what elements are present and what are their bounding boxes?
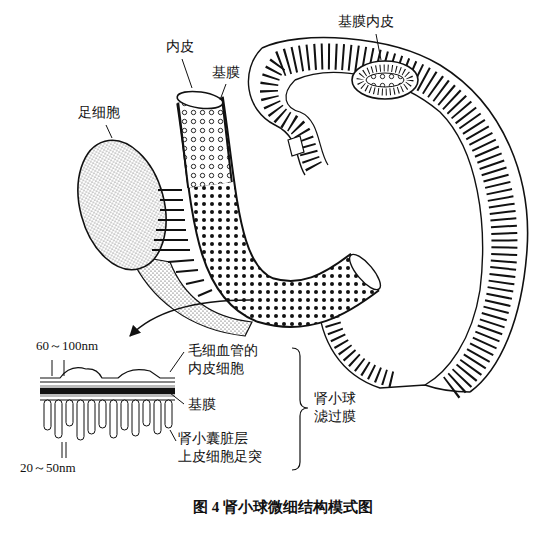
part-label: 基膜 (212, 64, 240, 82)
layer-label: 毛细血管的 内皮细胞 (188, 342, 264, 378)
part-label: 基膜内皮 (338, 13, 394, 31)
leader-lines (106, 34, 381, 138)
podocyte-right (248, 38, 527, 392)
part-label: 足细胞 (78, 104, 120, 122)
part-label: 内皮 (166, 38, 194, 56)
enlarge-arrow (130, 300, 250, 336)
capillary-tube (176, 89, 385, 304)
layer-label: 肾小囊脏层 上皮细胞足突 (178, 430, 268, 466)
dimension-label: 60～100nm (36, 338, 98, 355)
figure-caption: 图 4 肾小球微细结构模式图 (193, 498, 373, 518)
layer-label: 基膜 (188, 396, 216, 414)
brace (292, 348, 308, 470)
capillary-section (352, 61, 418, 99)
brace-label: 肾小球 滤过膜 (314, 390, 362, 426)
filtration-membrane-section (40, 352, 184, 458)
dimension-label: 20～50nm (20, 460, 76, 477)
